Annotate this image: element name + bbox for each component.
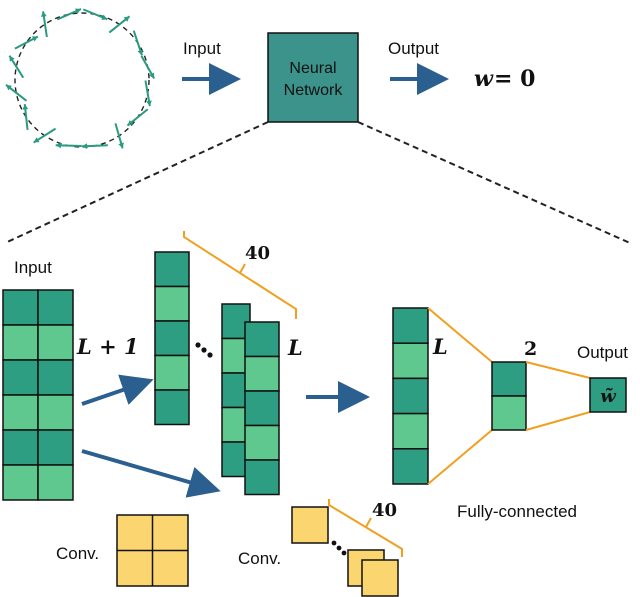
input-grid-cell — [37, 324, 74, 361]
bracket-40-b — [328, 499, 403, 557]
l-label-a: L — [287, 335, 303, 360]
bottom-input-label: Input — [14, 258, 52, 277]
neural-network-label-2: Network — [284, 82, 344, 99]
fc-input-column-cell — [392, 377, 429, 415]
spin-arrow-head — [33, 137, 40, 143]
spin-arrow-head — [5, 84, 12, 91]
feature-column-first — [154, 251, 190, 426]
fc-input-column — [392, 307, 429, 485]
spin-arrow-head — [123, 16, 130, 22]
spin-arrow-head — [118, 142, 124, 149]
bottom-output-label: Output — [577, 343, 628, 362]
input-grid-cell — [2, 464, 39, 501]
feature-column-first-cell — [154, 354, 190, 391]
spin-arrow-head — [31, 36, 38, 42]
fc-hidden-column — [491, 361, 527, 431]
fc-output-connection-top — [525, 361, 591, 379]
conv-kernel-b — [291, 506, 399, 597]
feature-column-front-cell — [244, 459, 280, 496]
result-equals-zero: = 0 — [494, 66, 535, 92]
ellipsis-dots — [195, 342, 213, 358]
input-grid-cell — [37, 289, 74, 326]
spin-arrow-head — [127, 120, 134, 126]
input-grid-cell — [37, 429, 74, 466]
spin-arrow-head — [137, 49, 144, 56]
input-grid-cell — [2, 359, 39, 396]
fc-input-column-cell — [392, 342, 429, 380]
fc-input-column-cell — [392, 448, 429, 485]
feature-column-first-cell — [154, 389, 190, 426]
bracket-40-b-tick — [365, 517, 372, 528]
arrow-input-to-conv-b — [81, 449, 221, 498]
spin-arrow-head — [41, 11, 47, 17]
spin-arrow-head — [101, 14, 108, 20]
input-grid-cell — [37, 394, 74, 431]
bracket-40-a-tick — [239, 263, 246, 274]
filters-40-label-a: 40 — [245, 243, 270, 264]
input-grid-cell — [2, 429, 39, 466]
input-grid-cell — [2, 394, 39, 431]
input-grid-cell — [2, 289, 39, 326]
neural-network-label-1: Neural — [289, 60, 336, 77]
l-plus-1-label: L + 1 — [76, 334, 139, 359]
feature-column-first-cell — [154, 251, 190, 288]
fc-hidden-column-cell — [491, 395, 527, 431]
spin-arrow-head — [9, 55, 15, 62]
input-grid-cell — [2, 324, 39, 361]
input-grid — [2, 289, 74, 501]
spin-arrow-head — [22, 104, 29, 110]
fc-connection-bottom — [427, 429, 493, 485]
feature-column-front-cell — [244, 424, 280, 461]
feature-column-front-cell — [244, 321, 280, 358]
zoom-line-right — [357, 121, 631, 244]
fully-connected-label: Fully-connected — [457, 502, 577, 521]
filters-40-label-b: 40 — [372, 500, 397, 521]
conv-label-b: Conv. — [238, 549, 281, 568]
feature-column-front-cell — [244, 355, 280, 392]
fc-output-connection-bottom — [525, 411, 591, 431]
feature-column-first-cell — [154, 285, 190, 322]
spin-arrow-head — [81, 143, 88, 149]
conv-kernel-a — [116, 514, 189, 587]
feature-column-front-cell — [244, 390, 280, 427]
fc-input-column-cell — [392, 307, 429, 344]
spin-arrow-head — [55, 142, 62, 149]
feature-column-front — [244, 321, 280, 496]
spin-arrows — [5, 8, 155, 149]
input-grid-cell — [37, 464, 74, 501]
fc-hidden-column-cell — [491, 361, 527, 397]
output-node — [589, 377, 627, 413]
hidden-size-2: 2 — [524, 338, 537, 360]
output-w-tilde: w̃ — [600, 386, 617, 407]
top-output-label: Output — [388, 39, 439, 58]
arrow-input-to-conv-a — [81, 374, 154, 406]
input-grid-cell — [37, 359, 74, 396]
neural-network-box — [267, 32, 359, 123]
l-label-b: L — [432, 334, 448, 359]
spin-arrow-head — [75, 8, 82, 14]
top-input-label: Input — [183, 39, 221, 58]
spin-arrow-head — [146, 100, 152, 107]
feature-column-first-cell — [154, 320, 190, 357]
conv-label-a: Conv. — [56, 544, 99, 563]
spin-arrow-head — [149, 72, 155, 79]
spin-ring — [5, 8, 155, 149]
result-w: w — [474, 66, 494, 92]
zoom-line-left — [4, 121, 269, 244]
fc-input-column-cell — [392, 412, 429, 450]
fc-connection-top — [427, 307, 493, 363]
